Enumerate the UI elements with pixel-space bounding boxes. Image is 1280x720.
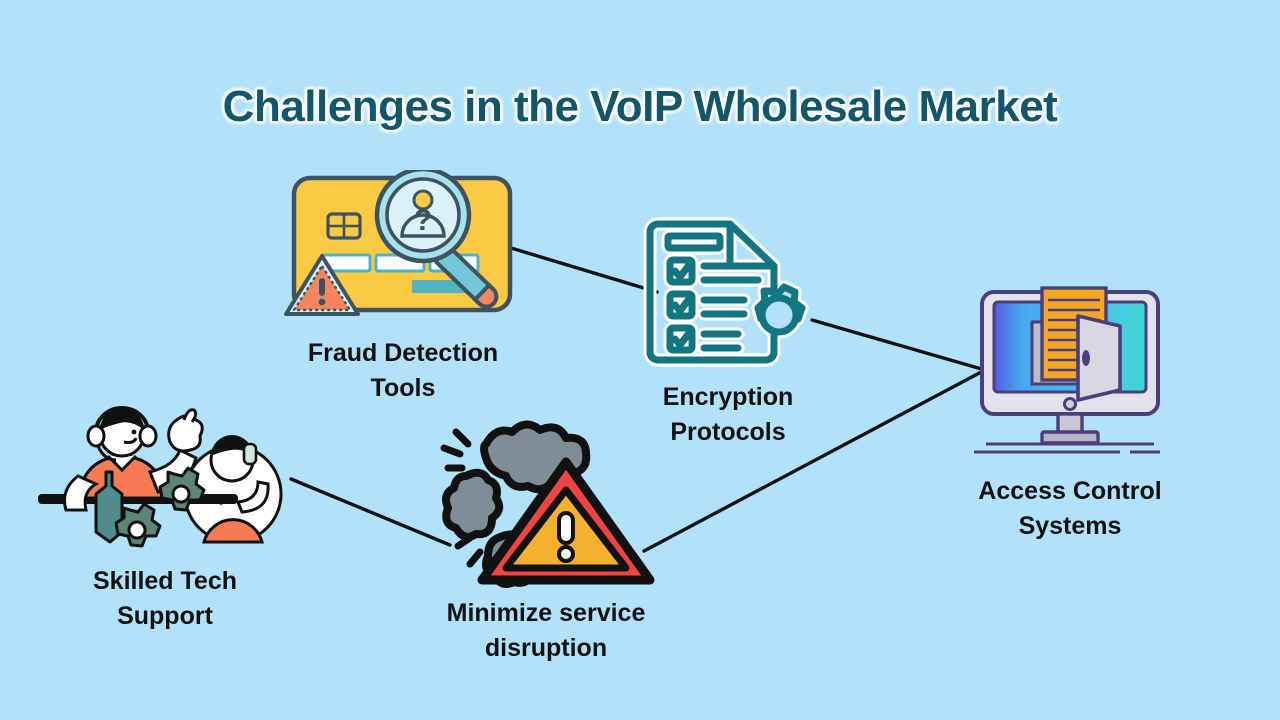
node-label-service-disruption: Minimize service disruption [446,599,646,662]
link-support-disruption [289,477,452,547]
tech-support-agents-gears-icon [38,406,283,548]
checklist-document-gear-icon [643,217,809,367]
node-skilled-tech-support[interactable] [38,398,300,564]
node-label-fraud-detection: Fraud Detection Tools [307,339,499,402]
node-label-skilled-tech-support: Skilled Tech Support [92,567,238,630]
page-title: Challenges in the VoIP Wholesale Market [222,82,1058,131]
link-encryption-access [810,318,987,372]
link-fraud-encryption [509,246,659,294]
node-access-control[interactable] [970,282,1170,457]
monitor-open-door-icon [974,286,1160,454]
node-encryption-protocols[interactable] [640,208,830,368]
node-service-disruption[interactable] [438,418,658,590]
node-fraud-detection[interactable]: ? [278,170,528,330]
node-label-encryption-protocols: Encryption Protocols [662,383,794,446]
broken-gear-warning-triangle-icon [440,420,655,588]
svg-text:?: ? [414,204,432,237]
credit-card-magnifier-fraud-icon: ? [284,170,513,316]
node-label-access-control: Access Control Systems [978,477,1162,540]
